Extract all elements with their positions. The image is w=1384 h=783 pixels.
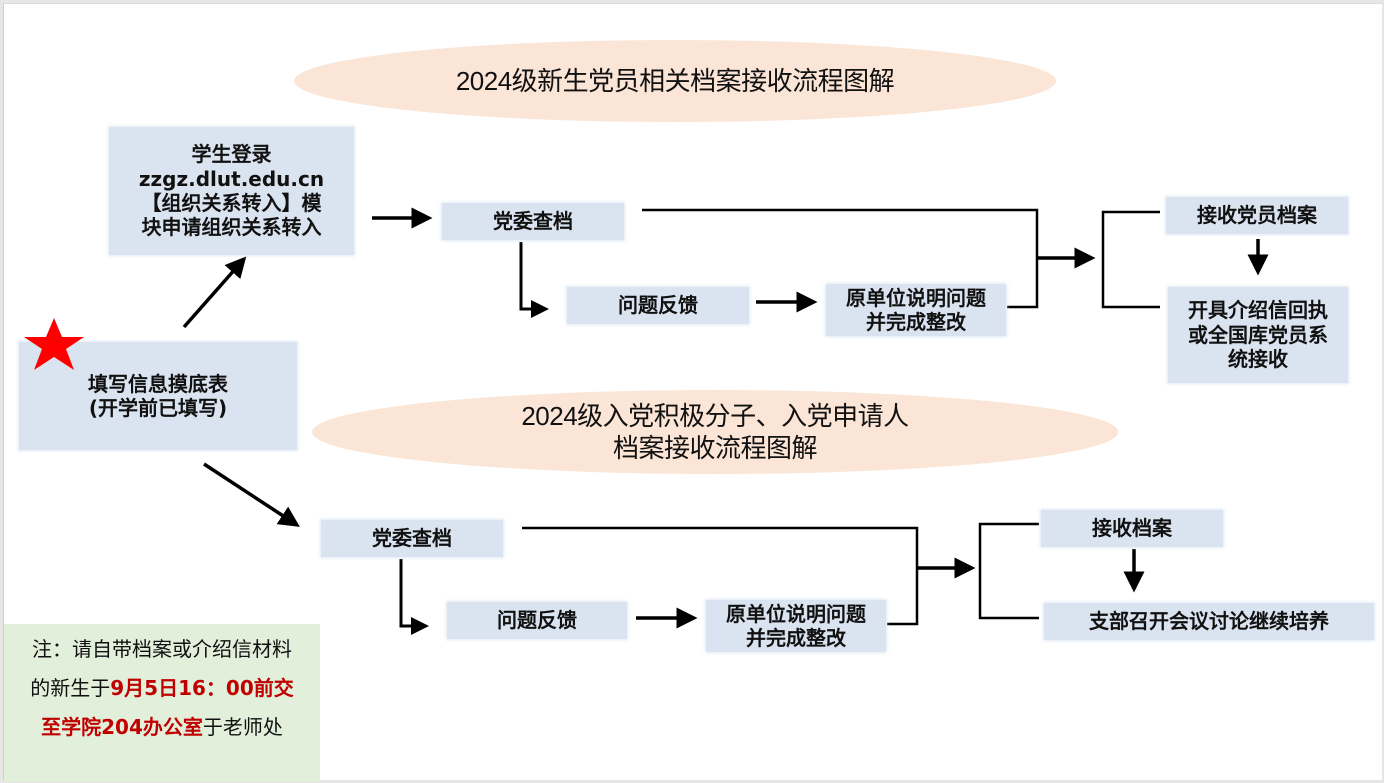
receive-member-archive-label: 接收党员档案 (1197, 203, 1317, 228)
rectify-1-line1: 原单位说明问题 (846, 285, 986, 310)
check-archive-label-2: 党委查档 (372, 526, 452, 551)
origin-line1: 填写信息摸底表 (88, 371, 228, 396)
feedback-label-2: 问题反馈 (497, 608, 577, 633)
note-box: 注：请自带档案或介绍信材料 的新生于9月5日16：00前交 至学院204办公室于… (4, 624, 320, 782)
feedback-label-1: 问题反馈 (618, 293, 698, 318)
origin-box: 填写信息摸底表 (开学前已填写) (19, 342, 297, 450)
note-line2: 的新生于9月5日16：00前交 (4, 669, 320, 708)
note-line3-suffix: 于老师处 (202, 715, 283, 739)
arrow-origin-to-login (182, 256, 247, 329)
arrow-check2-to-feedback2 (399, 559, 429, 635)
connector-layer (182, 207, 1269, 635)
rectify-2-line2: 并完成整改 (746, 626, 846, 650)
check-archive-box-2: 党委查档 (321, 520, 503, 557)
section1-title-text: 2024级新生党员相关档案接收流程图解 (455, 65, 895, 96)
arrow-origin-to-check2 (203, 462, 300, 527)
line-check2-to-merge (522, 526, 919, 626)
branch-meeting-box: 支部召开会议讨论继续培养 (1044, 603, 1374, 640)
feedback-box-2: 问题反馈 (447, 602, 627, 639)
login-step-line1: 学生登录 (191, 142, 272, 167)
note-line3: 至学院204办公室于老师处 (4, 708, 320, 747)
check-archive-box-1: 党委查档 (442, 203, 624, 240)
login-step-line4: 块申请组织关系转入 (141, 215, 322, 240)
note-location: 至学院204办公室 (41, 715, 203, 739)
login-step-box: 学生登录 zzgz.dlut.edu.cn 【组织关系转入】模 块申请组织关系转… (109, 127, 354, 255)
slide: 2024级新生党员相关档案接收流程图解 学生登录 zzgz.dlut.edu.c… (3, 3, 1382, 782)
section2-title-line1: 2024级入党积极分子、入党申请人 (521, 400, 909, 431)
issue-letter-line3: 统接收 (1228, 347, 1288, 372)
receive-member-archive-box: 接收党员档案 (1166, 197, 1348, 234)
rectify-box-1: 原单位说明问题 并完成整改 (826, 284, 1006, 336)
section2-title-line2: 档案接收流程图解 (612, 433, 818, 463)
receive-archive-label: 接收档案 (1092, 516, 1172, 541)
login-step-line3: 【组织关系转入】模 (141, 191, 322, 215)
check-archive-label-1: 党委查档 (493, 209, 573, 234)
section2-title: 2024级入党积极分子、入党申请人 档案接收流程图解 (312, 390, 1118, 474)
issue-letter-box: 开具介绍信回执 或全国库党员系 统接收 (1168, 287, 1348, 383)
rectify-1-line2: 并完成整改 (866, 310, 966, 334)
note-line1: 注：请自带档案或介绍信材料 (32, 637, 292, 661)
line-split1 (1101, 210, 1160, 309)
arrow-check1-to-feedback1 (519, 242, 549, 318)
branch-meeting-label: 支部召开会议讨论继续培养 (1089, 609, 1329, 634)
origin-line2: (开学前已填写) (88, 396, 228, 420)
note-line2-prefix: 的新生于 (30, 676, 111, 700)
issue-letter-line2: 或全国库党员系 (1188, 322, 1328, 347)
rectify-2-line1: 原单位说明问题 (726, 601, 866, 626)
login-step-url: zzgz.dlut.edu.cn (138, 166, 325, 191)
section1-title: 2024级新生党员相关档案接收流程图解 (294, 40, 1056, 122)
receive-archive-box: 接收档案 (1041, 510, 1223, 547)
star-icon (24, 318, 84, 370)
rectify-box-2: 原单位说明问题 并完成整改 (706, 600, 886, 652)
issue-letter-line1: 开具介绍信回执 (1188, 298, 1328, 323)
feedback-box-1: 问题反馈 (567, 287, 749, 324)
line-split2 (978, 522, 1039, 620)
note-deadline: 9月5日16：00前交 (110, 676, 294, 700)
